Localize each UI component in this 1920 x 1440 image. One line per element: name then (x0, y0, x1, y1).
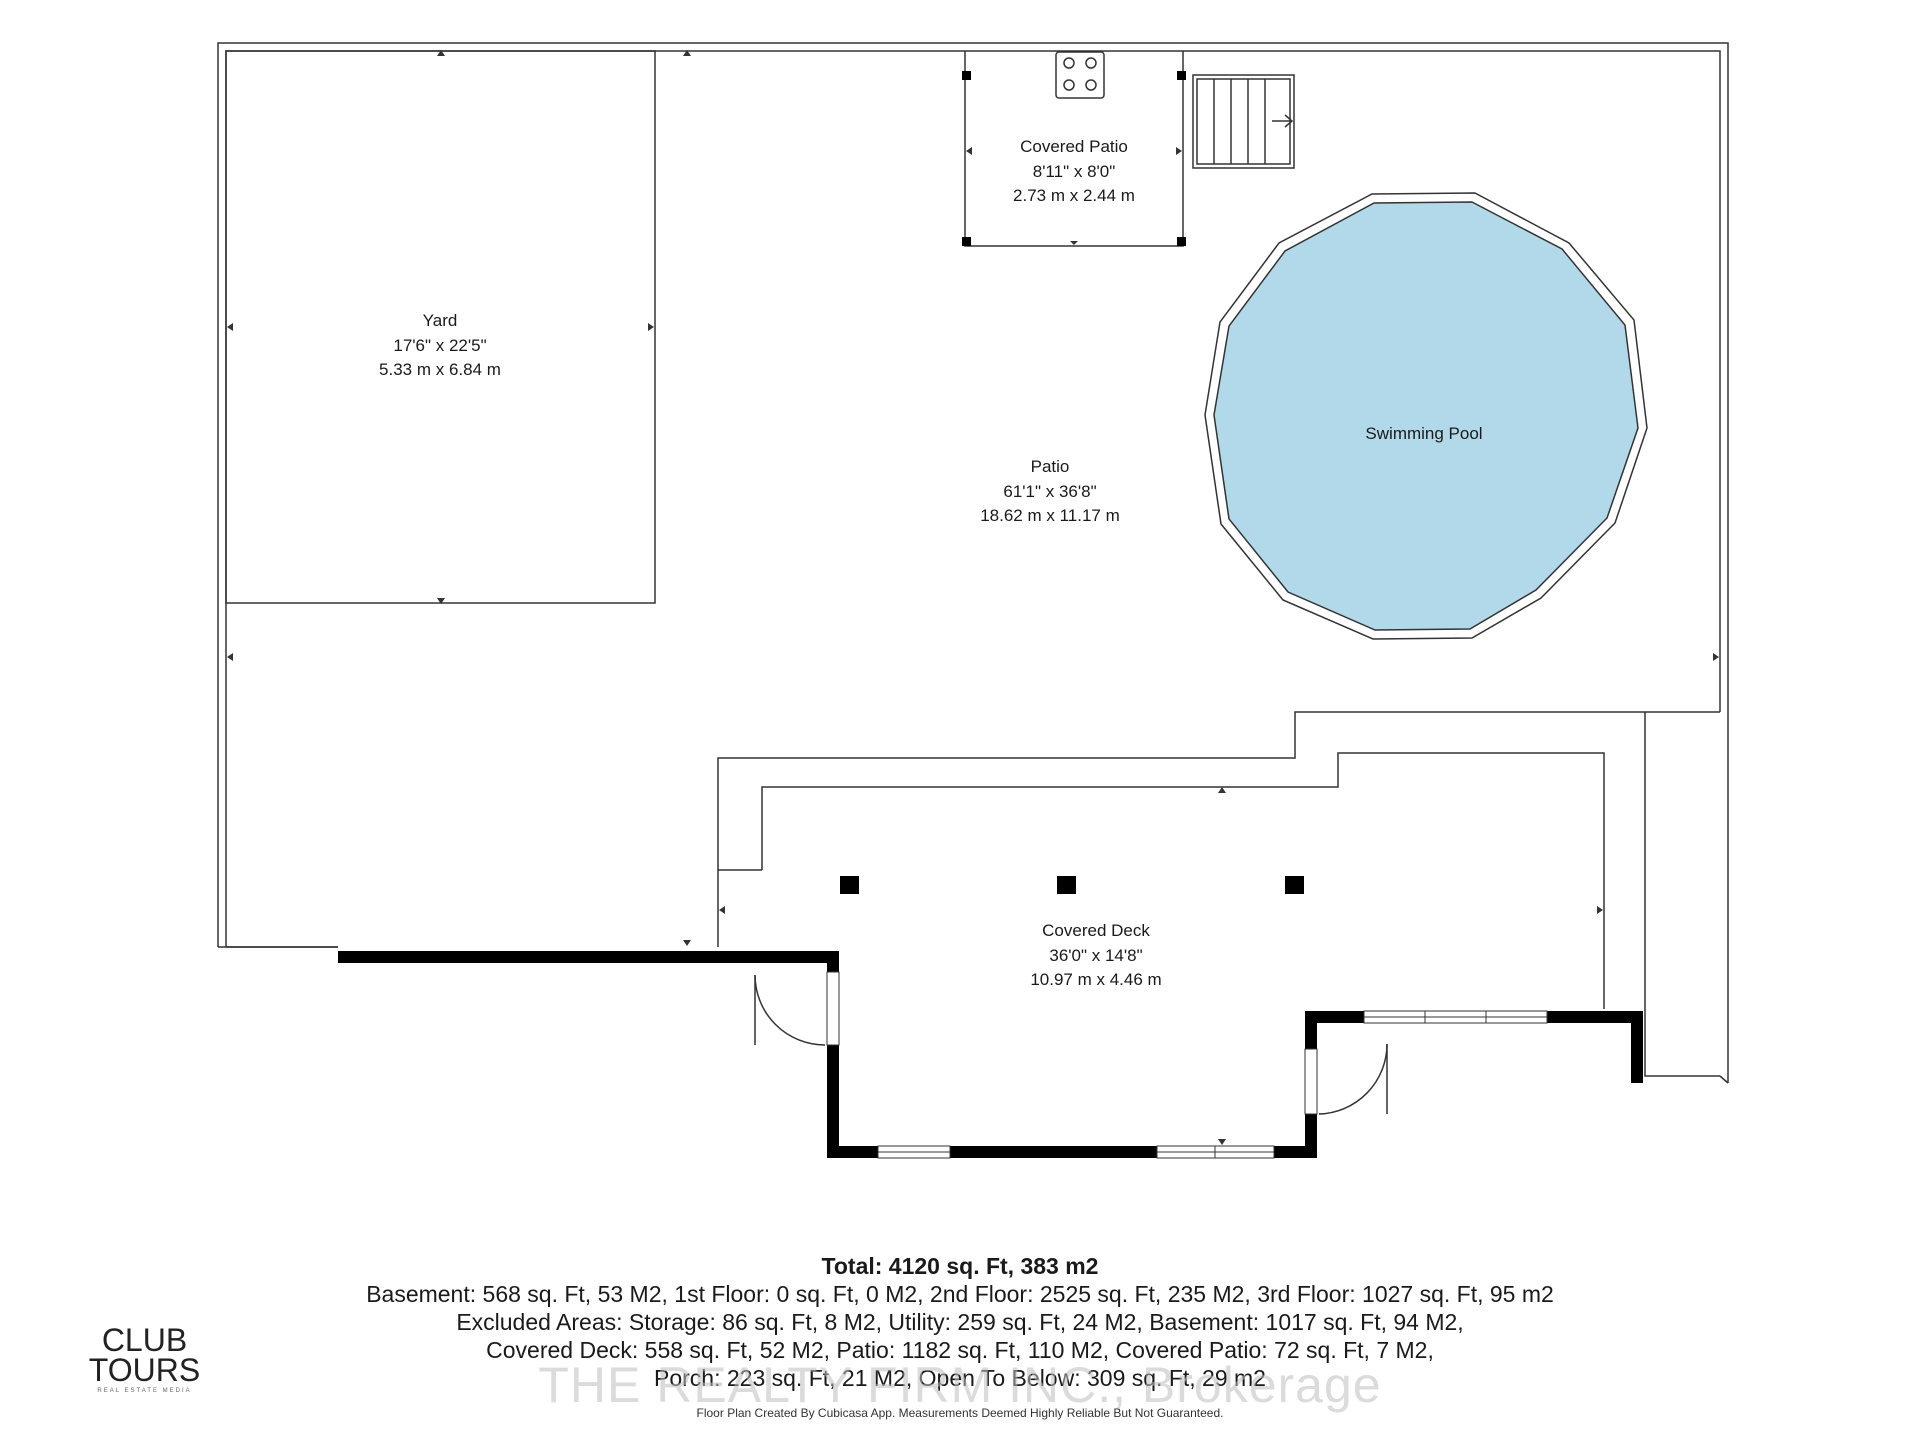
area-line-1: Basement: 568 sq. Ft, 53 M2, 1st Floor: … (366, 1281, 1554, 1307)
yard-dim-imperial: 17'6" x 22'5" (393, 336, 486, 355)
stairs-icon (1192, 74, 1295, 169)
logo-line-2: TOURS (88, 1352, 201, 1388)
covered-patio-name: Covered Patio (1020, 137, 1128, 156)
windows (877, 1010, 1548, 1159)
pool-water (1213, 201, 1639, 631)
logo-tagline: REAL ESTATE MEDIA (97, 1388, 192, 1394)
covered-deck-name: Covered Deck (1042, 921, 1150, 940)
covered-deck-outline (717, 711, 1729, 1084)
area-line-2: Excluded Areas: Storage: 86 sq. Ft, 8 M2… (456, 1309, 1464, 1335)
dimension-ticks (227, 50, 1719, 1145)
covered-deck-dim-metric: 10.97 m x 4.46 m (1030, 970, 1161, 989)
door-gaps (826, 971, 1318, 1115)
pool-outer (1204, 192, 1648, 640)
club-tours-logo: CLUB TOURS REAL ESTATE MEDIA (82, 1322, 207, 1394)
disclaimer: Floor Plan Created By Cubicasa App. Meas… (696, 1406, 1224, 1420)
patio-name: Patio (1031, 457, 1070, 476)
covered-patio-label: Covered Patio 8'11" x 8'0" 2.73 m x 2.44… (1013, 137, 1135, 205)
area-line-4: Porch: 223 sq. Ft, 21 M2, Open To Below:… (654, 1365, 1266, 1391)
pool-name: Swimming Pool (1365, 424, 1482, 443)
yard-label: Yard 17'6" x 22'5" 5.33 m x 6.84 m (379, 311, 501, 379)
logo-line-1: CLUB (101, 1322, 188, 1358)
covered-deck-label: Covered Deck 36'0" x 14'8" 10.97 m x 4.4… (1030, 921, 1161, 989)
brokerage-watermark: THE REALTY FIRM INC., Brokerage (538, 1357, 1382, 1413)
area-line-3: Covered Deck: 558 sq. Ft, 52 M2, Patio: … (486, 1337, 1434, 1363)
deck-posts (840, 876, 1304, 894)
stove-icon (1055, 51, 1105, 99)
exterior-walls (338, 951, 1643, 1158)
yard-name: Yard (423, 311, 458, 330)
patio-dim-imperial: 61'1" x 36'8" (1003, 482, 1096, 501)
yard-dim-metric: 5.33 m x 6.84 m (379, 360, 501, 379)
covered-patio-dim-metric: 2.73 m x 2.44 m (1013, 186, 1135, 205)
pool-label: Swimming Pool (1365, 424, 1482, 443)
patio-dim-metric: 18.62 m x 11.17 m (980, 506, 1120, 525)
door-swings (754, 974, 1388, 1115)
covered-patio-posts (962, 71, 1186, 246)
covered-deck-dim-imperial: 36'0" x 14'8" (1049, 946, 1142, 965)
covered-patio-outline (964, 51, 1184, 247)
area-summary: Total: 4120 sq. Ft, 383 m2 Basement: 568… (0, 1252, 1920, 1392)
covered-patio-dim-imperial: 8'11" x 8'0" (1033, 162, 1116, 181)
patio-label: Patio 61'1" x 36'8" 18.62 m x 11.17 m (980, 457, 1120, 525)
area-total: Total: 4120 sq. Ft, 383 m2 (821, 1253, 1099, 1279)
